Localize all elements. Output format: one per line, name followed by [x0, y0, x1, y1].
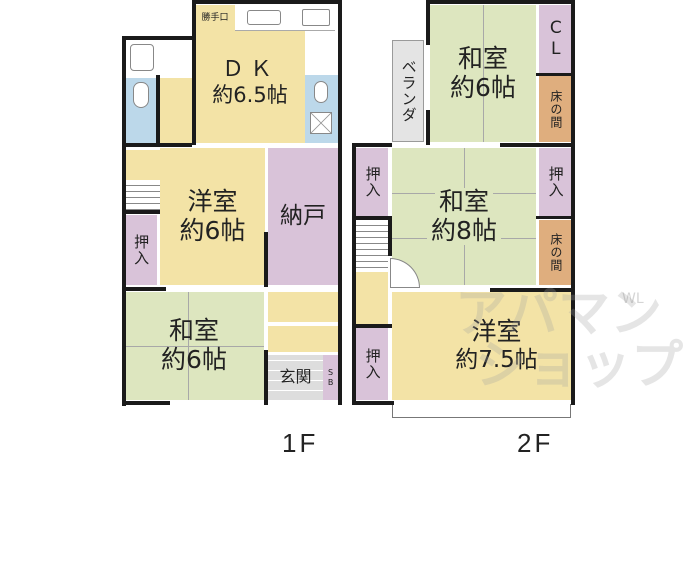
japanese-room-1f-name: 和室	[168, 316, 219, 346]
toilet	[126, 78, 156, 145]
hallway-stair-top	[124, 150, 160, 180]
service-entrance: 勝手口	[195, 5, 235, 31]
closet-2f-left-label: 押入	[363, 166, 382, 198]
japanese-room-2f-6: 和室 約6帖	[430, 5, 536, 142]
tokonoma-upper-label: 床の間	[548, 89, 563, 129]
closet-2f-bottom: 押入	[356, 328, 388, 400]
veranda-label: ベランダ	[399, 59, 418, 123]
western-room-2f-size: 約7.5帖	[455, 347, 538, 374]
storage-room: 納戸	[268, 148, 338, 285]
western-room-2f: 洋室 約7.5帖	[392, 292, 571, 400]
western-room-2f-name: 洋室	[471, 317, 522, 347]
dining-kitchen: ＤＫ 約6.5帖	[195, 31, 305, 143]
tokonoma-lower-label: 床の間	[548, 233, 563, 272]
dk-size: 約6.5帖	[212, 82, 288, 107]
entrance: 玄関	[268, 355, 323, 400]
dk-name: ＤＫ	[221, 57, 278, 83]
closet-2f-right-label: 押入	[546, 166, 565, 198]
watermark-mark: WL	[622, 291, 644, 307]
hallway-1f-lower-a	[268, 292, 338, 322]
western-room-1f-name: 洋室	[187, 186, 238, 216]
veranda: ベランダ	[392, 40, 424, 142]
closet-2f-bottom-label: 押入	[363, 348, 382, 380]
balcony-outline	[392, 404, 571, 418]
japanese-room-2f-6-name: 和室	[457, 43, 508, 73]
staircase-2f	[356, 220, 388, 270]
japanese-room-1f: 和室 約6帖	[124, 292, 264, 400]
western-room-1f: 洋室 約6帖	[160, 148, 265, 285]
western-room-1f-size: 約6帖	[179, 215, 246, 245]
closet-cl: CL	[539, 5, 571, 73]
floor-label-2f: 2F	[517, 428, 554, 458]
tatami-line	[124, 346, 264, 347]
japanese-room-2f-8: 和室 約8帖	[392, 148, 536, 285]
bathroom	[126, 40, 156, 75]
entrance-label: 玄関	[279, 367, 312, 387]
japanese-room-2f-8-name: 和室	[434, 187, 493, 217]
floor-1f: 勝手口 ＤＫ 約6.5帖 押入 洋室 約6帖 納戸	[120, 0, 342, 410]
tokonoma-upper: 床の間	[539, 76, 571, 142]
shoe-box: SB	[323, 355, 338, 400]
closet-1f-label: 押入	[132, 234, 151, 266]
toilet-icon	[133, 82, 149, 108]
floor-label-1f: 1F	[282, 428, 319, 458]
japanese-room-1f-size: 約6帖	[161, 345, 227, 374]
washbasin-icon	[314, 81, 328, 103]
tatami-line	[483, 5, 484, 142]
closet-2f-left: 押入	[356, 148, 388, 216]
closet-cl-label: CL	[545, 18, 566, 60]
closet-2f-right: 押入	[539, 148, 571, 216]
kitchen-counter	[235, 5, 335, 31]
washing-machine-icon	[310, 112, 332, 134]
hallway-1f	[160, 78, 192, 145]
shoe-box-label: SB	[326, 367, 336, 388]
washroom	[305, 75, 338, 143]
sink-icon	[247, 10, 281, 25]
staircase-1f	[124, 180, 160, 210]
hallway-1f-lower-b	[268, 326, 338, 352]
changing-area	[156, 40, 194, 75]
service-entrance-label: 勝手口	[201, 12, 229, 23]
tokonoma-lower: 床の間	[539, 220, 571, 285]
bathtub-icon	[130, 44, 154, 71]
stove-icon	[302, 9, 330, 26]
japanese-room-2f-8-size: 約8帖	[427, 216, 501, 246]
tatami-line	[188, 292, 190, 400]
hallway-2f	[356, 272, 388, 324]
closet-1f: 押入	[124, 215, 157, 285]
japanese-room-2f-6-size: 約6帖	[450, 72, 516, 102]
floor-2f: ベランダ 和室 約6帖 CL 床の間 押入 和室 約8帖 押入 床の間 押入	[350, 0, 580, 420]
storage-room-label: 納戸	[280, 203, 326, 230]
